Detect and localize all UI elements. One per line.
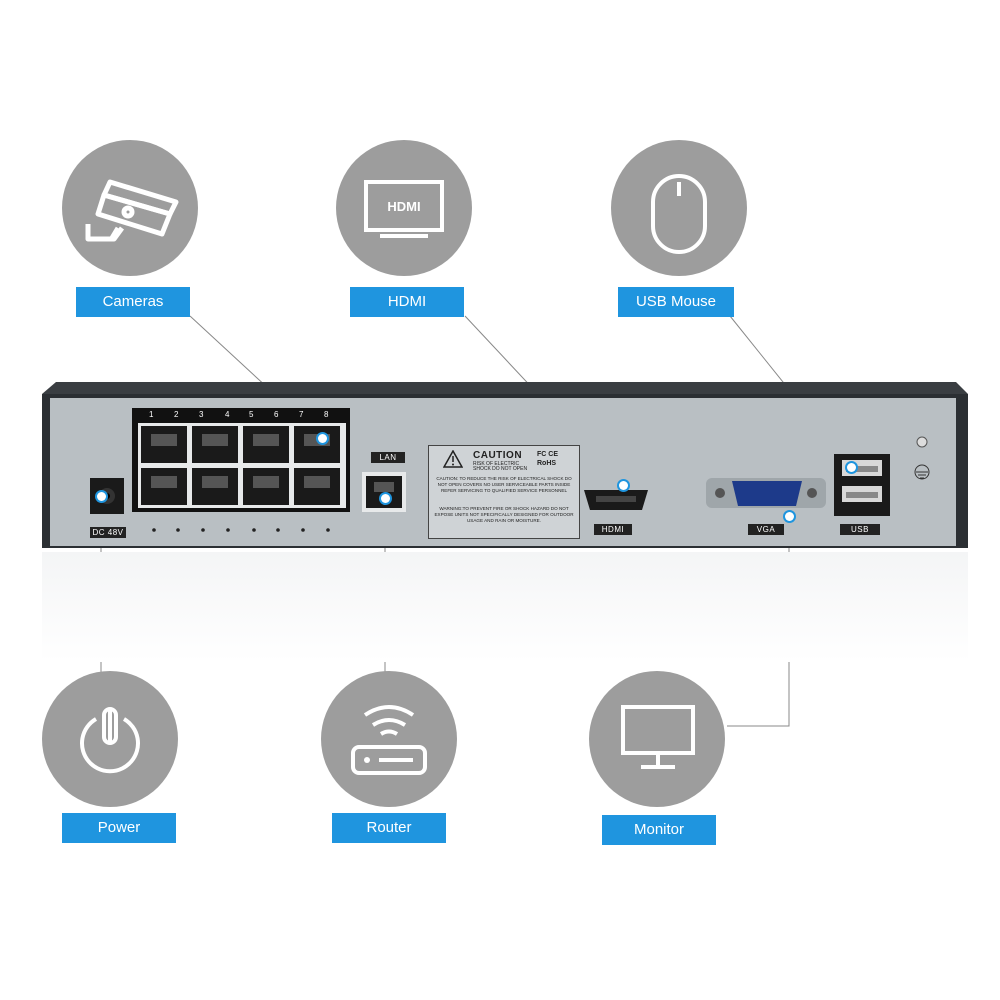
router-circle <box>321 671 457 807</box>
router-icon <box>351 705 427 775</box>
dc-48v-label: DC 48V <box>90 527 126 538</box>
cameras-label: Cameras <box>76 287 190 317</box>
vga-point <box>785 512 794 521</box>
monitor-label: Monitor <box>602 815 716 845</box>
hdmi-display-icon: HDMI <box>364 180 444 238</box>
hdmi-label: HDMI <box>350 287 464 317</box>
warning-triangle-icon <box>443 450 463 468</box>
port-number-7: 7 <box>299 410 304 419</box>
vga-label: VGA <box>748 524 784 535</box>
caution-sticker: CAUTION RISK OF ELECTRIC SHOCK DO NOT OP… <box>428 445 580 539</box>
hdmi-circle: HDMI <box>336 140 472 276</box>
cctv-camera-icon <box>85 179 179 242</box>
port-number-8: 8 <box>324 410 329 419</box>
port-number-3: 3 <box>199 410 204 419</box>
certification-marks: FC CE RoHS <box>537 451 558 467</box>
port-number-5: 5 <box>249 410 254 419</box>
usb-mouse-circle <box>611 140 747 276</box>
port-number-4: 4 <box>225 410 230 419</box>
lan-point <box>381 494 390 503</box>
usb-point <box>847 463 856 472</box>
caution-subtitle: RISK OF ELECTRIC SHOCK DO NOT OPEN <box>473 461 528 472</box>
caution-title: CAUTION <box>473 450 523 461</box>
power-circle <box>42 671 178 807</box>
monitor-circle <box>589 671 725 807</box>
power-icon <box>80 707 140 774</box>
usb-port-label: USB <box>840 524 880 535</box>
usb-mouse-label: USB Mouse <box>618 287 734 317</box>
cameras-circle <box>62 140 198 276</box>
monitor-icon <box>621 705 695 769</box>
lan-label: LAN <box>371 452 405 463</box>
caution-text: CAUTION: TO REDUCE THE RISK OF ELECTRICA… <box>436 476 572 493</box>
nvr-back-panel <box>42 382 968 548</box>
port-number-2: 2 <box>174 410 179 419</box>
hdmi-point <box>619 481 628 490</box>
device-reflection <box>42 552 968 662</box>
svg-text:HDMI: HDMI <box>387 199 420 214</box>
hdmi-port-label: HDMI <box>594 524 632 535</box>
power-point <box>97 492 106 501</box>
router-label: Router <box>332 813 446 843</box>
cameras-point <box>318 434 327 443</box>
port-number-1: 1 <box>149 410 154 419</box>
port-number-6: 6 <box>274 410 279 419</box>
power-label: Power <box>62 813 176 843</box>
mouse-icon <box>651 174 707 254</box>
warning-text: WARNING:TO PREVENT FIRE OR SHOCK HAZARD … <box>434 506 574 523</box>
